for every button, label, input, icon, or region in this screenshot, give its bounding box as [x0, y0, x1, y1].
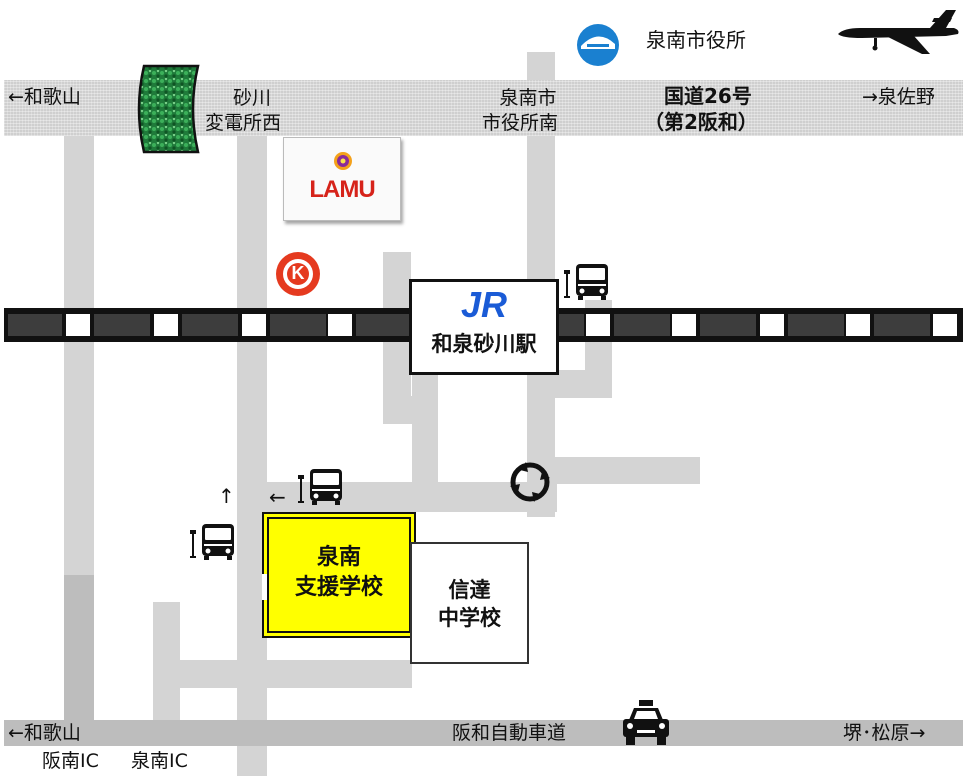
jr-logo: JR: [460, 284, 508, 325]
airplane-icon: [834, 6, 962, 58]
school-name-line-1: 泉南: [316, 545, 361, 570]
hanwa-expressway-label: 阪和自動車道: [452, 722, 567, 744]
road-horizontal-roundabout-east: [527, 457, 700, 484]
city-hall-emblem-icon: [575, 22, 621, 68]
road-vertical-mid-b: [412, 372, 438, 482]
left-wakayama-top-label: ←和歌山: [8, 86, 81, 108]
jhs-name-line-1: 信達: [448, 578, 491, 602]
right-izumisano-label: →泉佐野: [862, 86, 935, 108]
road-vertical-lower-left: [153, 602, 180, 720]
hannan-ic-label: 阪南IC: [42, 750, 99, 772]
route-26-sub-label: （第2阪和）: [644, 110, 758, 134]
city-hall-label: 泉南市役所: [646, 28, 746, 52]
arrow-left-label: ←: [269, 485, 286, 509]
bus-stop-icon: [564, 262, 610, 300]
roundabout-icon: [508, 460, 552, 504]
station-name: 和泉砂川駅: [431, 332, 537, 356]
left-wakayama-bottom-label: ←和歌山: [8, 722, 81, 744]
school-name-line-2: 支援学校: [294, 575, 383, 600]
road-horizontal-mid-link: [383, 396, 438, 424]
bus-stop-icon: [190, 522, 236, 560]
bus-stop-icon: [298, 467, 344, 505]
route-26-label: 国道26号: [664, 84, 752, 108]
arrow-up-label: ↑: [218, 484, 235, 508]
circle-k-letter: K: [291, 263, 305, 283]
lamu-store-sign: LAMU: [283, 137, 401, 221]
sennan-support-school: 泉南 支援学校: [262, 512, 416, 638]
sunagawa-substation-label-2: 変電所西: [205, 112, 282, 134]
right-sakai-label: 堺･松原→: [843, 722, 926, 744]
sennan-ic-label: 泉南IC: [131, 750, 188, 772]
hanwa-expressway-road: [4, 720, 963, 746]
lamu-logo-text: LAMU: [309, 176, 375, 203]
jhs-name-line-2: 中学校: [438, 606, 501, 630]
city-hall-south-label-2: 市役所南: [482, 112, 559, 134]
road-vertical-far-left-lower: [64, 575, 94, 720]
sunagawa-substation-label-1: 砂川: [232, 87, 271, 109]
road-vertical-far-left: [64, 135, 94, 575]
shindachi-junior-high: 信達 中学校: [410, 542, 529, 664]
road-horizontal-school-south: [180, 660, 412, 688]
taxi-icon: [621, 700, 671, 746]
jr-station-building: JR 和泉砂川駅: [409, 279, 559, 375]
tree-icon: [136, 62, 202, 156]
school-entrance-marker: [262, 574, 267, 600]
city-hall-south-label-1: 泉南市: [499, 87, 557, 109]
lamu-flower-icon: [334, 152, 352, 170]
circle-k-logo-icon: K: [274, 250, 322, 298]
